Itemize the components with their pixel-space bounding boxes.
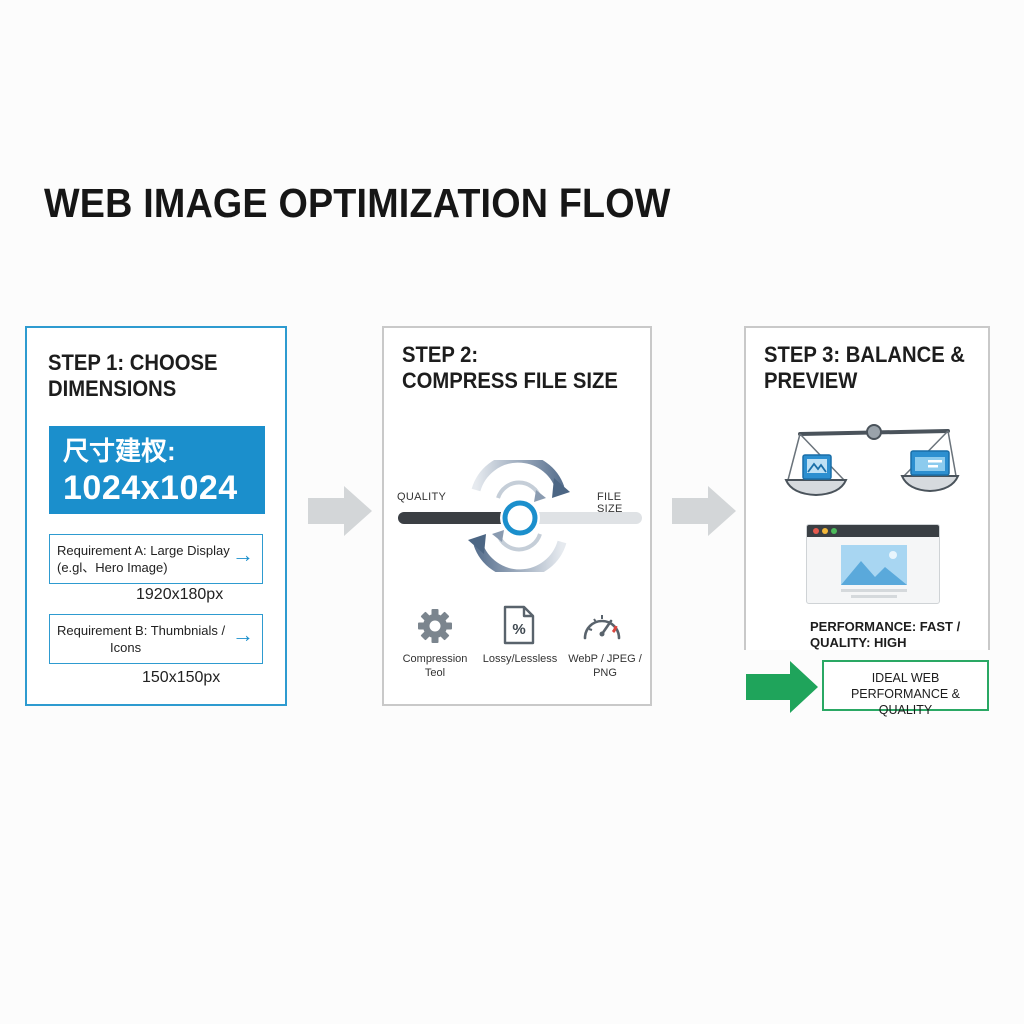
preview-text-line bbox=[841, 589, 907, 592]
requirement-b-line1: Requirement B: Thumbnials / bbox=[57, 623, 226, 638]
compression-slider[interactable] bbox=[394, 460, 644, 572]
requirement-b-card[interactable]: Requirement B: Thumbnials / Icons → bbox=[49, 614, 263, 664]
step3-title-line2: PREVIEW bbox=[764, 368, 858, 393]
requirement-b-line2: Icons bbox=[110, 640, 142, 655]
step3-title: STEP 3: BALANCE & PREVIEW bbox=[764, 342, 965, 394]
ideal-result-box: IDEAL WEB PERFORMANCE & QUALITY bbox=[822, 660, 989, 717]
result-arrow bbox=[746, 661, 818, 713]
svg-text:%: % bbox=[512, 621, 525, 638]
requirement-a-size: 1920x180px bbox=[136, 586, 224, 603]
ideal-result-line1: IDEAL WEB bbox=[871, 671, 940, 685]
step2-title-line2: COMPRESS FILE SIZE bbox=[402, 368, 618, 393]
cycle-arrowhead-top bbox=[552, 478, 570, 498]
performance-line: PERFORMANCE: FAST / bbox=[810, 619, 961, 634]
preview-text-line bbox=[851, 595, 897, 598]
dimension-box: 尺寸建杈: 1024x1024 bbox=[49, 426, 265, 514]
arrow-right-icon: → bbox=[232, 622, 254, 647]
flow-arrow-1 bbox=[308, 486, 372, 536]
step1-title-line2: DIMENSIONS bbox=[48, 376, 177, 401]
tool-label-formats: WebP / JPEG / PNG bbox=[568, 653, 642, 679]
arrow-right-icon: → bbox=[232, 542, 254, 567]
step1-title: STEP 1: CHOOSE DIMENSIONS bbox=[48, 350, 217, 402]
balance-scale-icon bbox=[784, 424, 960, 497]
cycle-arc-bottom bbox=[473, 540, 567, 572]
step2-title-line1: STEP 2: bbox=[402, 342, 479, 367]
step2-title: STEP 2: COMPRESS FILE SIZE bbox=[402, 342, 618, 394]
tool-label-compression: Compression Teol bbox=[396, 652, 474, 680]
dimension-value: 1024x1024 bbox=[63, 469, 238, 507]
requirement-b-size: 150x150px bbox=[142, 669, 221, 686]
step3-title-line1: STEP 3: BALANCE & bbox=[764, 342, 965, 367]
tool-label-lossy: Lossy/Lessless bbox=[482, 653, 558, 665]
cycle-arrowhead-bottom bbox=[468, 534, 486, 554]
browser-preview-window bbox=[806, 524, 940, 604]
requirement-a-line1: Requirement A: Large Display bbox=[57, 543, 230, 558]
percent-file-icon: % bbox=[503, 605, 535, 645]
tool-label-compression-line2: Teol bbox=[424, 667, 446, 679]
browser-toolbar bbox=[807, 525, 939, 537]
page-title: WEB IMAGE OPTIMIZATION FLOW bbox=[44, 180, 671, 226]
cycle-arc-top bbox=[471, 460, 565, 492]
requirement-a-line2: (e.gl、Hero Image) bbox=[57, 560, 168, 575]
quality-line: QUALITY: HIGH bbox=[810, 635, 907, 650]
browser-maximize-dot bbox=[831, 528, 837, 534]
image-icon bbox=[802, 454, 832, 480]
step2-card: STEP 2: COMPRESS FILE SIZE QUALITY FILE … bbox=[382, 326, 652, 706]
step3-card: STEP 3: BALANCE & PREVIEW bbox=[744, 326, 990, 650]
performance-summary: PERFORMANCE: FAST / QUALITY: HIGH bbox=[810, 619, 960, 651]
requirement-a-card[interactable]: Requirement A: Large Display (e.gl、Hero … bbox=[49, 534, 263, 584]
flow-arrow-2 bbox=[672, 486, 736, 536]
slider-track-fill bbox=[398, 512, 518, 524]
browser-close-dot bbox=[813, 528, 819, 534]
image-placeholder-icon bbox=[841, 545, 907, 585]
dimension-label: 尺寸建杈: bbox=[63, 436, 176, 466]
quality-label: QUALITY bbox=[397, 491, 447, 503]
browser-minimize-dot bbox=[822, 528, 828, 534]
tool-label-compression-line1: Compression bbox=[402, 653, 468, 665]
step1-card: STEP 1: CHOOSE DIMENSIONS 尺寸建杈: 1024x102… bbox=[25, 326, 287, 706]
speedometer-icon bbox=[583, 615, 621, 640]
ideal-result-line2: PERFORMANCE & QUALITY bbox=[850, 687, 961, 717]
step1-title-line1: STEP 1: CHOOSE bbox=[48, 350, 218, 375]
gear-icon bbox=[418, 609, 452, 643]
browser-icon bbox=[910, 450, 950, 476]
